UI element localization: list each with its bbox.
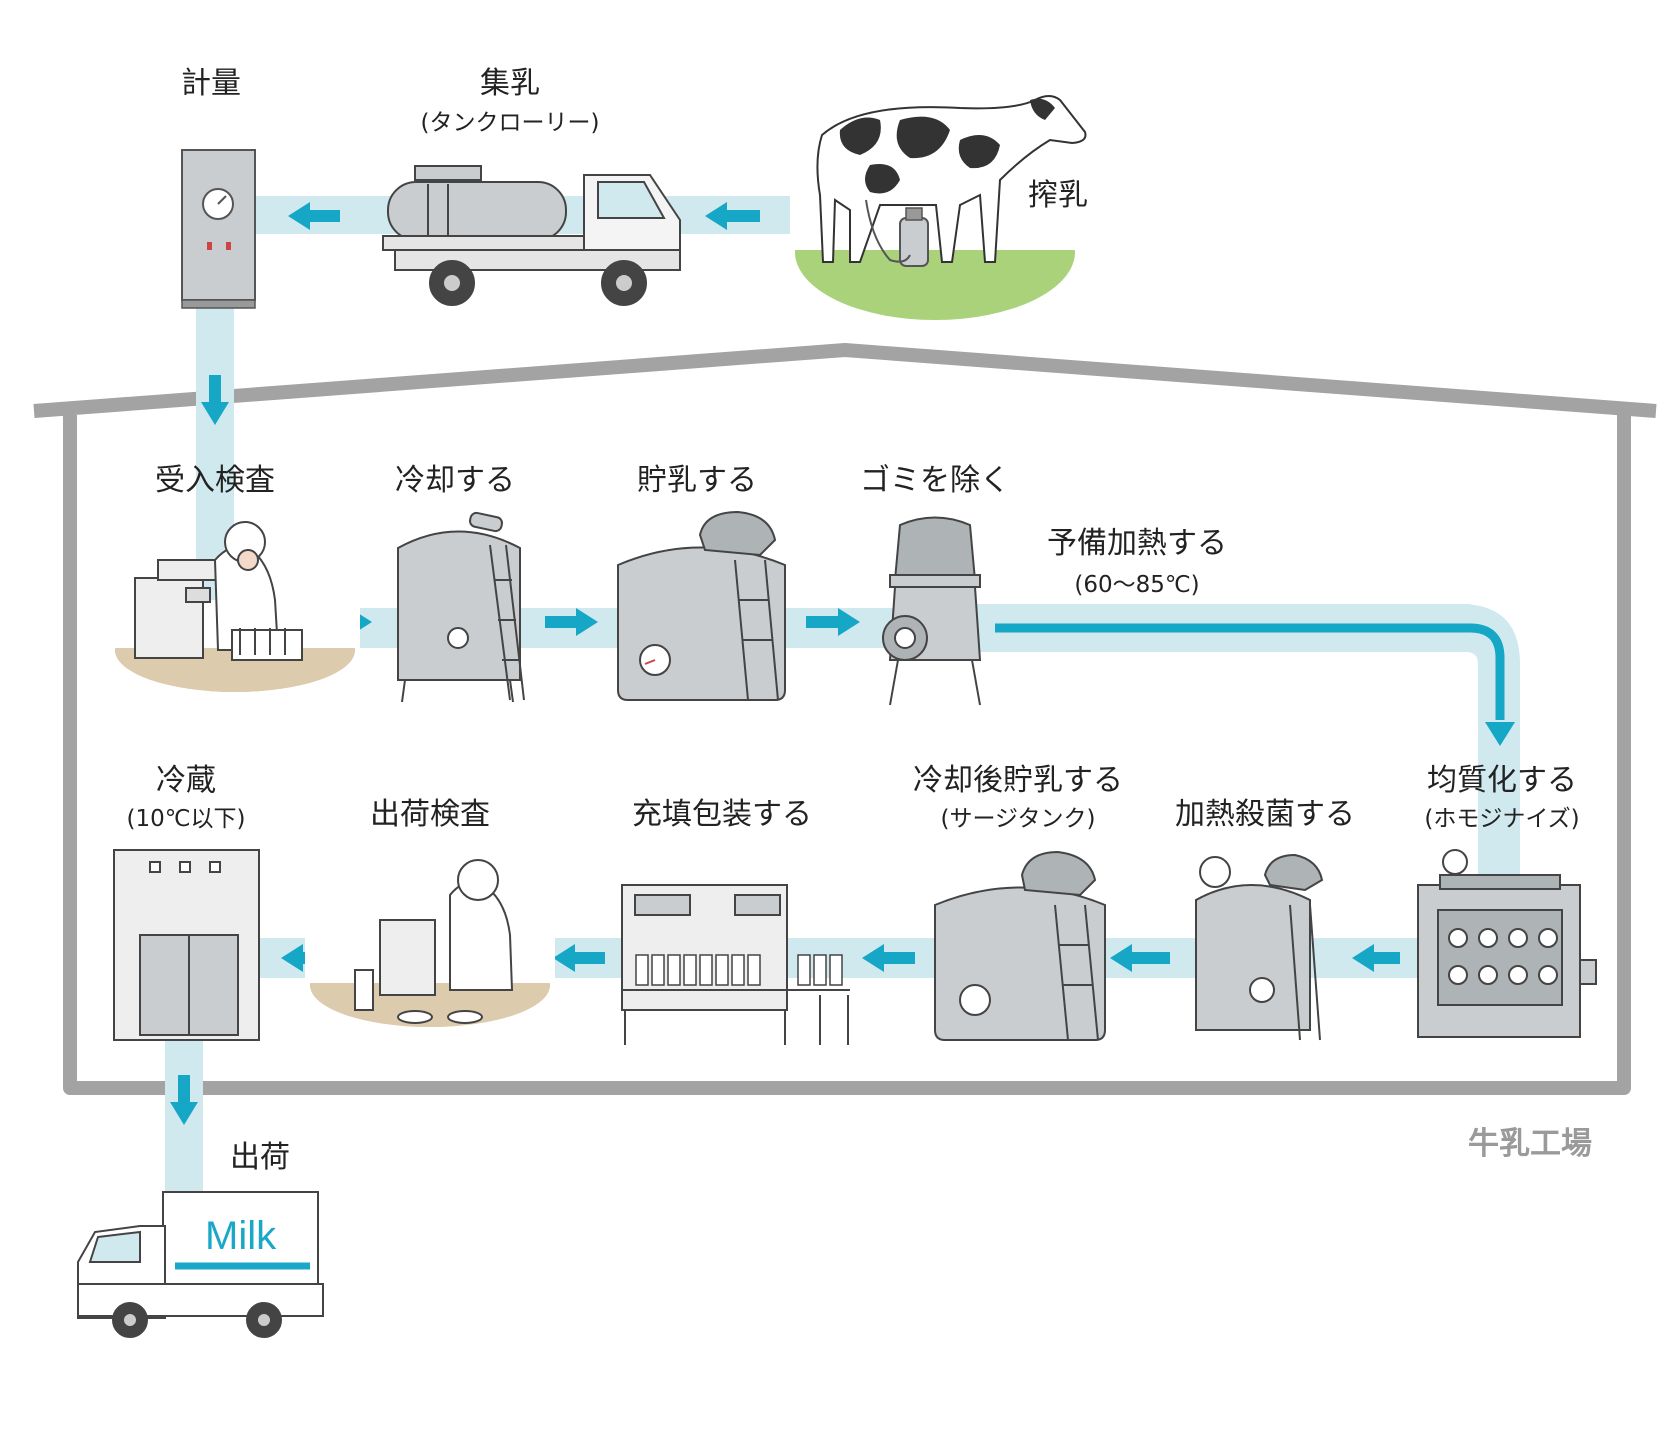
arrow-left-icon bbox=[288, 202, 340, 230]
delivery-truck-icon bbox=[77, 1191, 324, 1338]
filling-machine-icon bbox=[621, 884, 850, 1045]
label-shipping-inspection: 出荷検査 bbox=[370, 797, 490, 832]
label-filling: 充填包装する bbox=[632, 797, 812, 832]
cooling-tank-icon bbox=[397, 511, 525, 703]
label-receiving-inspection: 受入検査 bbox=[155, 463, 275, 498]
arrow-left-icon bbox=[1352, 944, 1400, 972]
arrow-down-icon bbox=[1485, 722, 1515, 746]
arrow-left-icon bbox=[705, 202, 760, 230]
label-milking: 搾乳 bbox=[1028, 178, 1088, 213]
label-preheating: 予備加熱する bbox=[1047, 526, 1227, 561]
surge-tank-icon bbox=[934, 850, 1106, 1041]
label-refrigeration-sub: (10℃以下) bbox=[126, 806, 246, 832]
arrow-left-icon bbox=[553, 944, 605, 972]
factory-label: 牛乳工場 bbox=[1468, 1126, 1592, 1162]
label-cooling: 冷却する bbox=[395, 463, 515, 498]
arrow-left-icon bbox=[862, 944, 915, 972]
flow-line bbox=[995, 623, 1505, 720]
label-surge-storage: 冷却後貯乳する bbox=[913, 763, 1123, 798]
arrow-right-icon bbox=[806, 608, 860, 636]
label-preheating-sub: (60〜85℃) bbox=[1074, 572, 1200, 598]
label-storage: 貯乳する bbox=[637, 463, 757, 498]
truck-milk-label: Milk bbox=[205, 1214, 277, 1258]
refrigerator-icon bbox=[113, 849, 260, 1041]
label-milk-collection-sub: (タンクローリー) bbox=[420, 110, 600, 136]
label-shipping: 出荷 bbox=[230, 1140, 290, 1175]
inspector-microscope-icon bbox=[134, 521, 303, 661]
arrow-left-icon bbox=[1110, 944, 1170, 972]
homogenizer-icon bbox=[1417, 849, 1597, 1038]
tanker-truck-icon bbox=[382, 165, 681, 306]
arrow-down-icon bbox=[170, 1075, 198, 1125]
cow-icon bbox=[790, 95, 1087, 320]
arrow-right-icon bbox=[545, 608, 598, 636]
pasteurizer-icon bbox=[1195, 853, 1324, 1041]
label-surge-storage-sub: (サージタンク) bbox=[940, 806, 1096, 832]
inspector-microscope-icon bbox=[354, 859, 514, 1024]
label-refrigeration: 冷蔵 bbox=[156, 763, 216, 798]
factory-building bbox=[33, 343, 1657, 1095]
clarifier-icon bbox=[882, 516, 982, 706]
arrow-down-icon bbox=[201, 375, 229, 425]
label-clarification: ゴミを除く bbox=[860, 463, 1010, 498]
storage-tank-icon bbox=[617, 510, 786, 701]
label-homogenization: 均質化する bbox=[1427, 763, 1577, 798]
label-homogenization-sub: (ホモジナイズ) bbox=[1424, 806, 1580, 832]
label-pasteurization: 加熱殺菌する bbox=[1175, 797, 1355, 832]
weighing-machine-icon bbox=[181, 149, 256, 309]
label-milk-collection: 集乳 bbox=[480, 66, 540, 101]
label-weighing: 計量 bbox=[181, 66, 241, 101]
